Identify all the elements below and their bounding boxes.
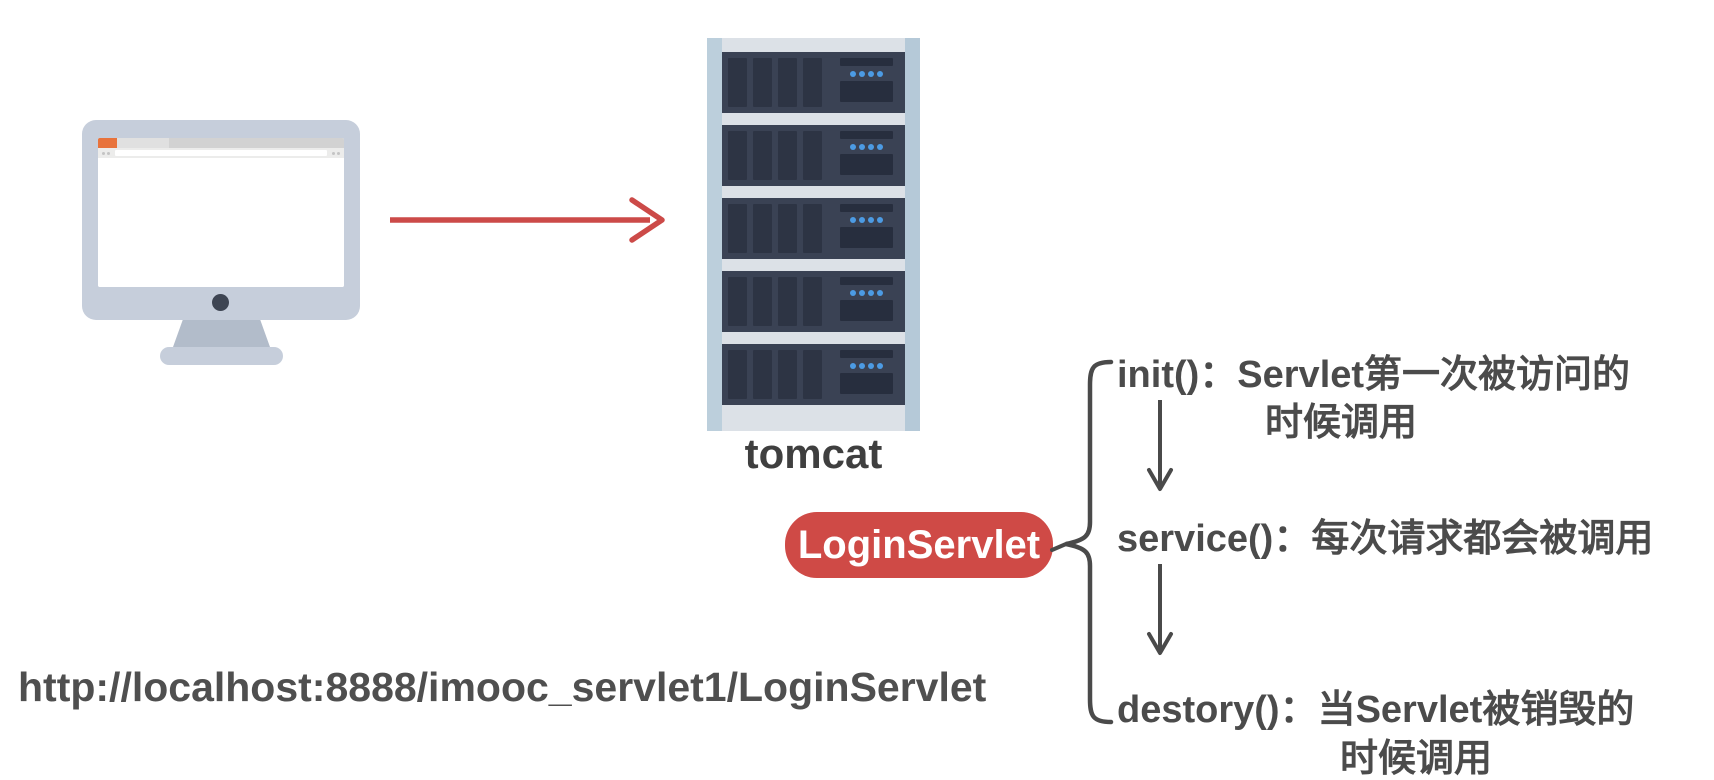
led-lights-icon: [840, 363, 893, 369]
destory-method-label-line2: 时候调用: [1340, 738, 1493, 780]
led-lights-icon: [840, 290, 893, 296]
drive-slot: [803, 131, 822, 180]
panel-bar: [840, 373, 893, 394]
curly-brace-icon: [1050, 359, 1114, 725]
init-method-label-line2: 时候调用: [1265, 402, 1418, 444]
browser-inactive-tab: [117, 138, 169, 148]
server-panel: [840, 277, 893, 321]
panel-bar: [840, 227, 893, 248]
drive-slot: [753, 277, 772, 326]
browser-active-tab: [98, 138, 117, 148]
panel-bar: [840, 81, 893, 102]
forward-button-icon: [107, 151, 110, 155]
monitor-power-dot: [212, 294, 229, 311]
drive-slot: [728, 58, 747, 107]
led-lights-icon: [840, 71, 893, 77]
server-unit: [722, 344, 905, 405]
menu-dot-icon: [332, 151, 335, 155]
drive-slot: [778, 277, 797, 326]
server-panel: [840, 204, 893, 248]
down-arrow-icon: [1147, 564, 1173, 655]
back-button-icon: [102, 151, 105, 155]
monitor-stand-neck: [173, 320, 270, 347]
browser-screen: [98, 138, 344, 287]
menu-dot-icon: [337, 151, 340, 155]
tomcat-server-icon: [707, 38, 920, 431]
request-url: http://localhost:8888/imooc_servlet1/Log…: [18, 664, 987, 710]
drive-slot: [778, 204, 797, 253]
server-unit: [722, 125, 905, 186]
down-arrow-icon: [1147, 400, 1173, 491]
drive-slot: [728, 350, 747, 399]
led-lights-icon: [840, 144, 893, 150]
drive-slot: [753, 58, 772, 107]
browser-page-content: [98, 158, 344, 287]
drive-slot: [803, 277, 822, 326]
panel-bar: [840, 131, 893, 139]
browser-tabbar: [98, 138, 344, 148]
monitor-stand-base: [160, 347, 283, 365]
server-unit: [722, 198, 905, 259]
server-unit: [722, 271, 905, 332]
init-method-label: init()：Servlet第一次被访问的: [1117, 354, 1631, 396]
drive-slot: [778, 131, 797, 180]
drive-slot: [753, 350, 772, 399]
service-method-label: service()：每次请求都会被调用: [1117, 518, 1654, 560]
server-unit: [722, 52, 905, 113]
drive-slot: [728, 204, 747, 253]
address-bar: [115, 150, 327, 156]
drive-slot: [778, 350, 797, 399]
server-panel: [840, 58, 893, 102]
drive-slot: [728, 131, 747, 180]
login-servlet-badge: LoginServlet: [785, 512, 1053, 578]
monitor-frame: [82, 120, 360, 320]
panel-bar: [840, 277, 893, 285]
destory-method-label: destory()：当Servlet被销毁的: [1117, 689, 1635, 731]
drive-slot: [753, 204, 772, 253]
drive-slot: [753, 131, 772, 180]
panel-bar: [840, 204, 893, 212]
panel-bar: [840, 154, 893, 175]
drive-slot: [803, 58, 822, 107]
request-arrow-icon: [390, 197, 665, 243]
tomcat-label: tomcat: [744, 430, 883, 477]
panel-bar: [840, 300, 893, 321]
drive-slot: [803, 350, 822, 399]
server-panel: [840, 131, 893, 175]
drive-slot: [728, 277, 747, 326]
led-lights-icon: [840, 217, 893, 223]
drive-slot: [803, 204, 822, 253]
server-panel: [840, 350, 893, 394]
drive-slot: [778, 58, 797, 107]
panel-bar: [840, 58, 893, 66]
panel-bar: [840, 350, 893, 358]
browser-toolbar: [98, 148, 344, 158]
